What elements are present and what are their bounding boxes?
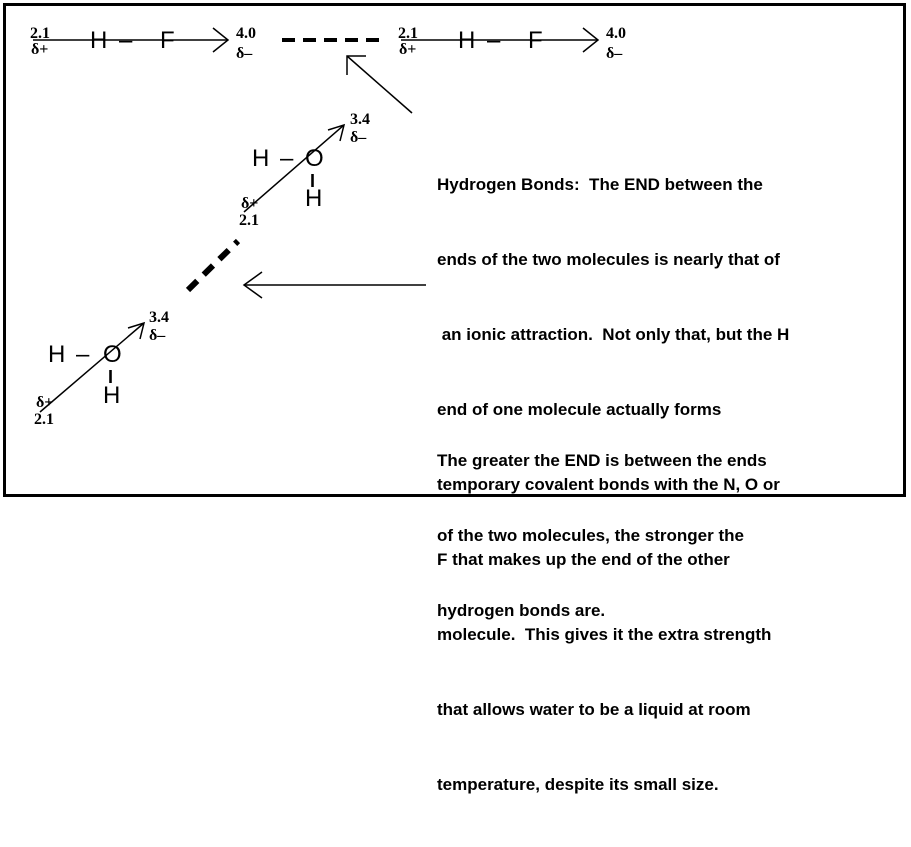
water-lower-h-partial-charge: δ+ — [36, 394, 54, 411]
hf-right-f-electronegativity: 4.0 — [606, 25, 626, 42]
hf-right-h-partial-charge: δ+ — [399, 41, 417, 58]
pointer-head-top — [346, 55, 366, 75]
water-upper-h-electronegativity: 2.1 — [239, 212, 259, 229]
water-dipole-arrow-lower — [39, 322, 145, 413]
hf-left-f-electronegativity: 4.0 — [236, 25, 256, 42]
hf-left-fluorine-atom: F — [160, 27, 175, 54]
water-lower-bond-dash: – — [76, 341, 90, 368]
hydrogen-bond-diagram: 2.1 δ+ H – F 4.0 δ– 2.1 δ+ H – F 4.0 δ– … — [3, 3, 906, 794]
hf-right-h-electronegativity: 2.1 — [398, 25, 418, 42]
water-lower-vertical-bond: I — [108, 367, 114, 387]
hf-left-hydrogen-atom: H — [90, 27, 108, 54]
water-lower-second-hydrogen: H — [103, 382, 121, 409]
water-upper-hydrogen-atom: H — [252, 145, 270, 172]
water-upper-oxygen-atom: O — [305, 145, 324, 172]
explanation-line: temporary covalent bonds with the N, O o… — [437, 475, 780, 494]
hf-left-h-electronegativity: 2.1 — [30, 25, 50, 42]
hf-left-bond-dash: – — [119, 27, 133, 54]
explanation-line: that allows water to be a liquid at room — [437, 700, 751, 719]
diagram-lines — [33, 27, 600, 413]
pointer-line-top — [346, 55, 413, 114]
explanation-line: ends of the two molecules is nearly that… — [437, 250, 780, 269]
explanation-line: The greater the END is between the ends — [437, 451, 767, 470]
water-lower-o-electronegativity: 3.4 — [149, 309, 169, 326]
explanation-line: an ionic attraction. Not only that, but … — [437, 325, 790, 344]
hf-arrowhead-right — [582, 27, 600, 53]
water-upper-bond-dash: – — [280, 145, 294, 172]
water-arrowhead-upper — [327, 123, 346, 142]
hf-left-h-partial-charge: δ+ — [31, 41, 49, 58]
hf-right-hydrogen-atom: H — [458, 27, 476, 54]
hf-right-bond-dash: – — [487, 27, 501, 54]
explanation-line: temperature, despite its small size. — [437, 775, 719, 794]
water-lower-h-electronegativity: 2.1 — [34, 411, 54, 428]
water-lower-oxygen-atom: O — [103, 341, 122, 368]
pointer-head-middle — [242, 271, 263, 299]
water-dipole-arrow-upper — [243, 124, 345, 213]
hf-arrowhead-left — [212, 27, 230, 53]
hf-left-f-partial-charge: δ– — [236, 45, 253, 62]
water-upper-second-hydrogen: H — [305, 185, 323, 212]
hydrogen-bond-dashed-water — [185, 238, 241, 293]
explanation-paragraph-conclusion: The greater the END is between the ends … — [437, 398, 767, 673]
water-upper-vertical-bond: I — [310, 171, 316, 191]
explanation-line: hydrogen bonds are. — [437, 601, 606, 620]
water-arrowhead-lower — [127, 321, 146, 340]
water-lower-hydrogen-atom: H — [48, 341, 66, 368]
water-upper-o-electronegativity: 3.4 — [350, 111, 370, 128]
water-upper-o-partial-charge: δ– — [350, 129, 367, 146]
diagram-border — [3, 3, 906, 497]
explanation-line: of the two molecules, the stronger the — [437, 526, 744, 545]
hf-right-f-partial-charge: δ– — [606, 45, 623, 62]
explanation-line: end of one molecule actually forms — [437, 400, 722, 419]
water-upper-h-partial-charge: δ+ — [241, 195, 259, 212]
water-lower-o-partial-charge: δ– — [149, 327, 166, 344]
explanation-line: Hydrogen Bonds: The END between the — [437, 175, 763, 194]
hf-right-fluorine-atom: F — [528, 27, 543, 54]
